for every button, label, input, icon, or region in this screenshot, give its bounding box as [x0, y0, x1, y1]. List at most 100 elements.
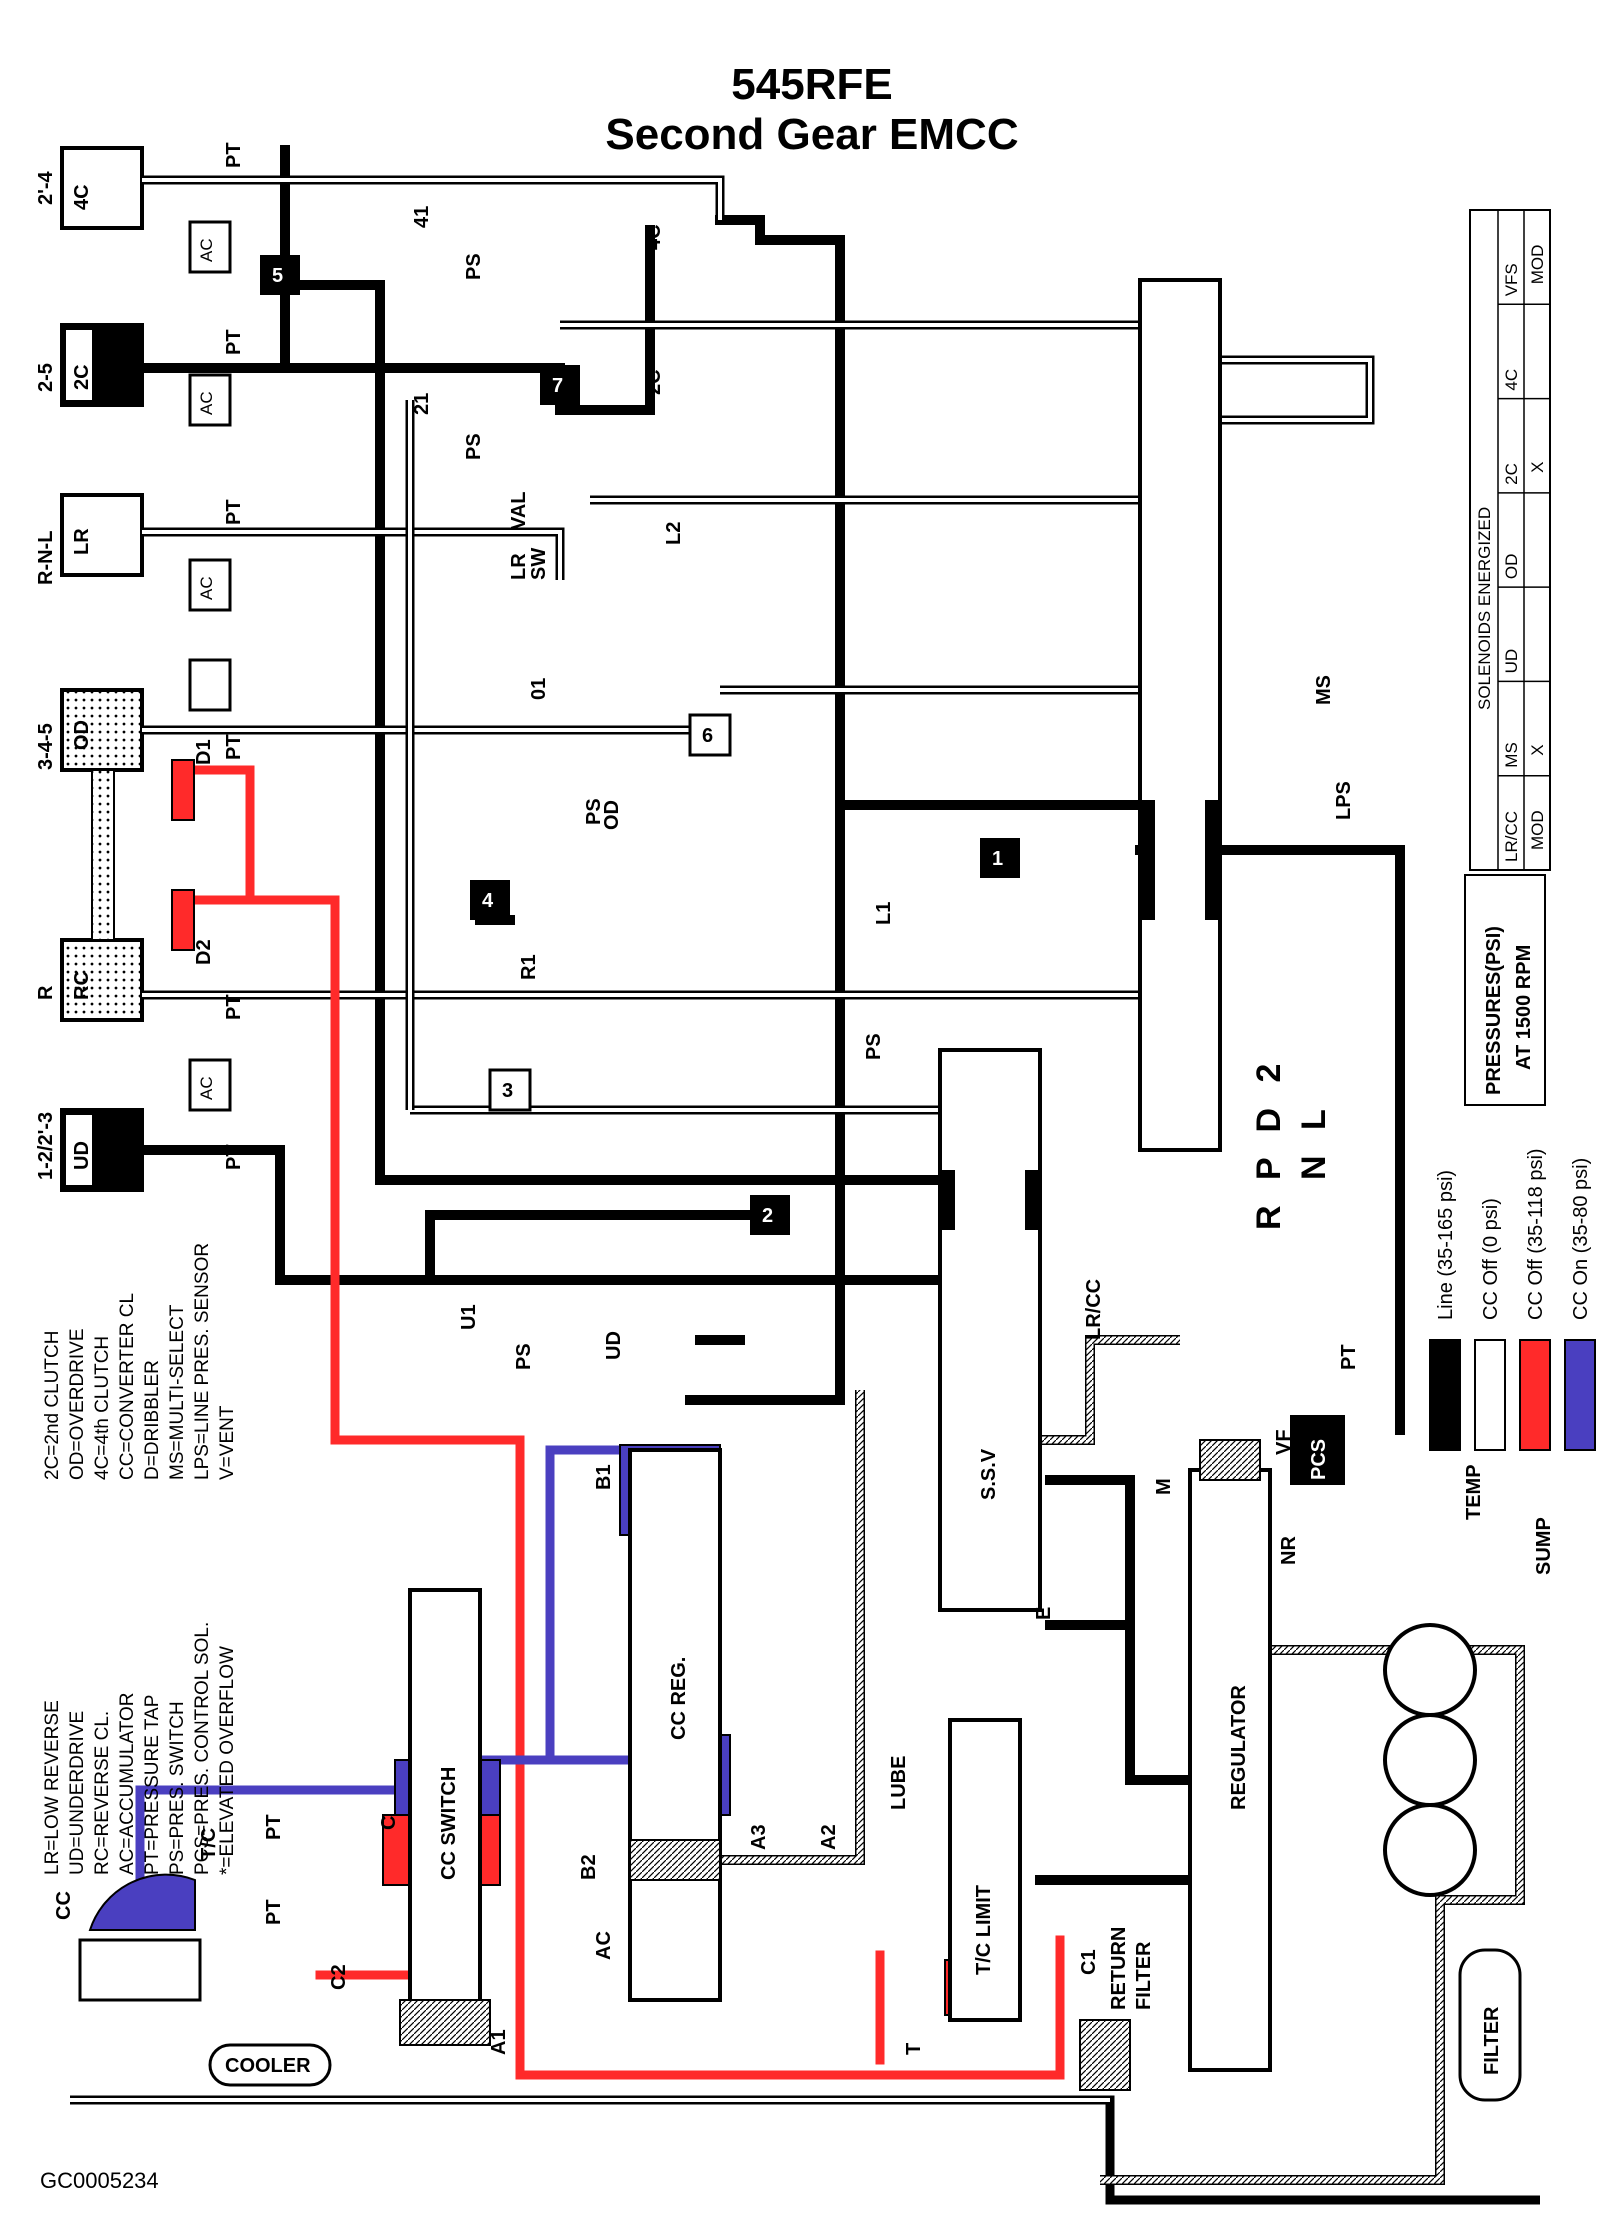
legend-abbrev-item: 4C=4th CLUTCH: [92, 1336, 113, 1480]
label-r: R: [35, 985, 57, 1000]
pt-label: PT: [223, 1144, 245, 1170]
legend-abbrev-item: MS=MULTI-SELECT: [167, 1304, 188, 1480]
cc-off-circuit: [185, 765, 1065, 2080]
filter-label: FILTER: [1481, 2006, 1503, 2075]
ps-label: PS: [463, 433, 485, 460]
cc-switch-valve: [408, 1588, 482, 2042]
a3-label: A3: [748, 1824, 770, 1850]
check-ball-1: 1: [992, 848, 1003, 870]
l2-label: L2: [663, 522, 685, 545]
val-label: VAL: [508, 491, 530, 530]
ac-label: AC: [197, 576, 216, 600]
u1-label: U1: [458, 1304, 480, 1330]
legend-swatch: [1519, 1339, 1551, 1451]
circuit-labels: PT PT PT PT PT PT 41 21 01 PS PS PS PS P…: [53, 142, 1555, 2077]
clutch-column: 2'-4 4C AC 2-5 2C AC R-N-L LR AC 3-4-5: [35, 146, 232, 1192]
legend-label: Line (35-165 psi): [1435, 1170, 1457, 1320]
gear-row-2: N L: [1295, 1101, 1333, 1180]
ac-label: AC: [197, 238, 216, 262]
clutch-lr: R-N-L LR AC: [35, 493, 232, 612]
m-label: M: [1153, 1478, 1175, 1495]
pressures-line-2: AT 1500 RPM: [1513, 945, 1535, 1070]
legend-abbrev-item: PT=PRESSURE TAP: [142, 1695, 163, 1875]
label-2c: 2C: [71, 364, 93, 390]
legend-abbrev-item: LPS=LINE PRES. SENSOR: [192, 1243, 213, 1480]
ms-label: MS: [1313, 675, 1335, 705]
legend-abbrev-item: D=DRIBBLER: [142, 1360, 163, 1480]
cooler: [208, 2043, 332, 2087]
line-pressure-circuit: [137, 145, 1405, 1885]
label-4c: 4C: [71, 184, 93, 210]
cc-reg-label: CC REG.: [668, 1657, 690, 1740]
diagram-subtitle: Second Gear EMCC: [605, 110, 1019, 159]
pt-label: PT: [223, 994, 245, 1020]
label-41: 41: [411, 206, 433, 228]
check-balls: [260, 255, 1020, 1235]
regulator-label: REGULATOR: [1228, 1685, 1250, 1810]
legend-label: CC Off (0 psi): [1480, 1198, 1502, 1320]
pt-label: PT: [223, 142, 245, 168]
footer-code: GC0005234: [40, 2168, 159, 2193]
cc-label: CC: [53, 1891, 75, 1920]
pt-label: PT: [1338, 1344, 1360, 1370]
gear-row-1: R P D 2: [1250, 1056, 1288, 1230]
tc-limit-valve: [948, 1718, 1022, 2022]
ac-label: AC: [593, 1931, 615, 1960]
pt-label: PT: [223, 329, 245, 355]
lube-label: LUBE: [888, 1756, 910, 1810]
label-od: OD: [71, 720, 93, 750]
clutch-2c: 2-5 2C AC: [35, 323, 232, 427]
ac-label: AC: [197, 1076, 216, 1100]
legend-abbrev-item: PCS=PRES. CONTROL SOL.: [192, 1622, 213, 1875]
solenoid-table-header: SOLENOIDS ENERGIZED: [1475, 507, 1494, 710]
ac-label: AC: [197, 391, 216, 415]
diagram-title: 545RFE: [731, 60, 893, 109]
solenoid-col-value: X: [1528, 462, 1547, 473]
clutch-rc: R RC: [35, 769, 144, 1022]
check-ball-7: 7: [552, 375, 563, 397]
label-rnl: R-N-L: [35, 531, 57, 585]
legend-abbrev-item: LR=LOW REVERSE: [42, 1700, 63, 1875]
d1-label: D1: [193, 739, 215, 765]
legend-label: CC On (35-80 psi): [1570, 1158, 1592, 1320]
pcs-label: PCS: [1308, 1439, 1330, 1480]
c2-label: C2: [328, 1964, 350, 1990]
legend-abbrev-item: CC=CONVERTER CL: [117, 1293, 138, 1480]
return-filter-label-2: FILTER: [1133, 1941, 1155, 2010]
sump-label: SUMP: [1533, 1517, 1555, 1575]
vf-label: VF: [1273, 1429, 1295, 1455]
solenoid-col-header: VFS: [1502, 263, 1521, 296]
legend-swatch: [1564, 1339, 1596, 1451]
label-21: 21: [411, 393, 433, 415]
ps-label: PS: [463, 253, 485, 280]
cc-off-fills: [171, 759, 1016, 2016]
l1-label: L1: [873, 902, 895, 925]
regulator-valve: [1188, 1468, 1272, 2072]
a2-label: A2: [818, 1824, 840, 1850]
pt-label: PT: [223, 734, 245, 760]
b1-label: B1: [593, 1464, 615, 1490]
legend-abbrev-item: OD=OVERDRIVE: [67, 1328, 88, 1480]
pressures-box: PRESSURES(PSI) AT 1500 RPM: [1464, 874, 1546, 1106]
clutch-ud: 1-2/2'-3 UD AC: [35, 1058, 232, 1192]
cc-on-circuit: [135, 1445, 635, 1905]
od-sol-label: OD: [601, 800, 623, 830]
d2-label: D2: [193, 939, 215, 965]
valve-bodies: [78, 255, 1522, 2102]
lrsw-label-1: LR: [508, 553, 530, 580]
4c-sol-label: 4C: [643, 224, 665, 250]
check-ball-4: 4: [482, 890, 494, 912]
solenoid-col-value: X: [1528, 744, 1547, 755]
2c-sol-label: 2C: [643, 369, 665, 395]
temp-label: TEMP: [1463, 1464, 1485, 1520]
legend-abbrev-item: RC=REVERSE CL.: [92, 1711, 113, 1875]
label-01: 01: [528, 678, 550, 700]
label-lr: LR: [71, 528, 93, 555]
cc-reg-valve: [628, 1448, 722, 2002]
ps-label: PS: [513, 1343, 535, 1370]
ps-label: PS: [863, 1033, 885, 1060]
c-label: C: [378, 1816, 400, 1830]
b2-label: B2: [578, 1854, 600, 1880]
